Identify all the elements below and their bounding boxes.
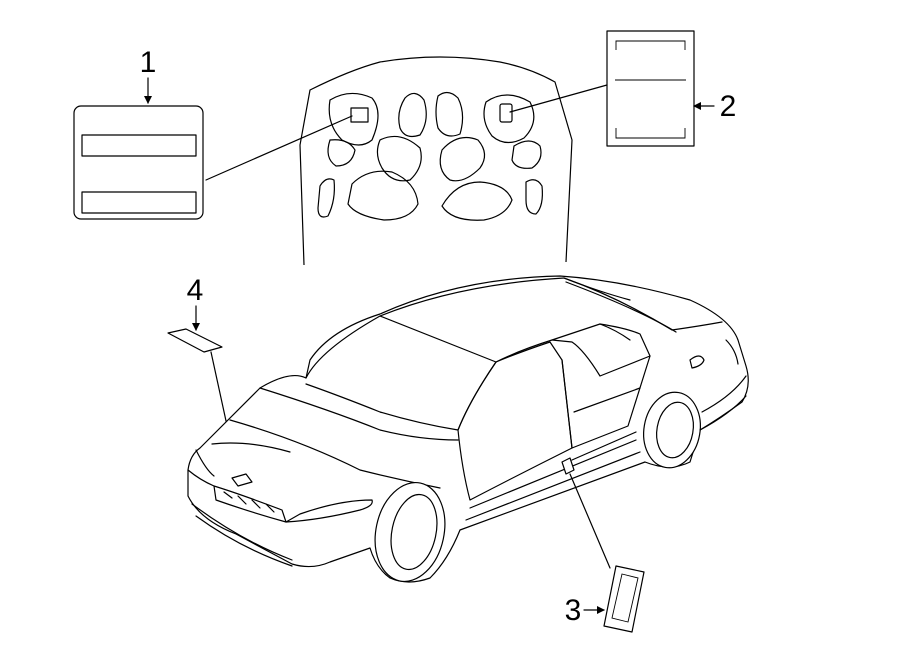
leader-3 [569, 473, 611, 569]
callout-1: 1 [140, 46, 157, 79]
hood-label-spot-2 [499, 103, 513, 123]
callout-2: 2 [720, 90, 737, 123]
part-2-label[interactable] [606, 30, 695, 147]
door-label-spot [561, 457, 575, 475]
leader-1 [205, 115, 353, 181]
part-3-label[interactable] [603, 565, 645, 633]
callout-4: 4 [187, 274, 204, 307]
hood-sticker-spot [231, 473, 253, 487]
part-4-label[interactable] [167, 328, 223, 353]
callout-3: 3 [565, 594, 582, 627]
leader-2 [509, 84, 608, 113]
part-1-label[interactable] [73, 105, 204, 220]
hood-label-spot-1 [350, 107, 369, 123]
sedan-vehicle [187, 275, 749, 583]
hood [299, 56, 573, 266]
